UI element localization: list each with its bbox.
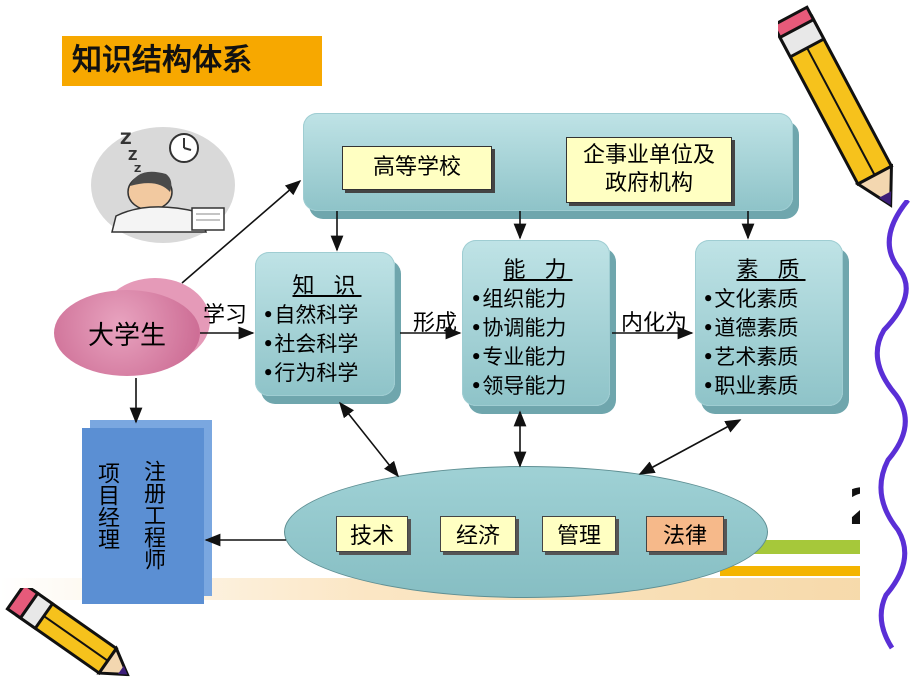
government-line: 政府机构 (604, 171, 693, 196)
enterprise-government-box: 企事业单位及 政府机构 (566, 137, 732, 203)
sleeping-student-image: Z Z Z (91, 127, 235, 243)
ability-item: •协调能力 (470, 316, 567, 340)
knowledge-item: •社会科学 (262, 332, 359, 356)
quality-panel (695, 240, 843, 406)
student-node: 大学生 (54, 290, 200, 376)
edge-label-internalize: 内化为 (621, 311, 688, 336)
arrow-student-to-institutions (181, 179, 302, 284)
arrow-quality-fields (638, 419, 742, 475)
orange-stripe (720, 566, 860, 576)
career-right-label: 注册工程师 (140, 460, 165, 570)
squiggle-decoration (874, 200, 910, 650)
quality-item: •职业素质 (702, 374, 799, 398)
career-box (82, 428, 204, 604)
university-box: 高等学校 (342, 146, 492, 190)
edge-label-learn: 学习 (203, 303, 248, 328)
knowledge-item: •自然科学 (262, 303, 359, 327)
field-tag-technology: 技术 (336, 516, 408, 552)
enterprise-line: 企事业单位及 (582, 143, 715, 168)
quality-item: •艺术素质 (702, 345, 799, 369)
knowledge-item: •行为科学 (262, 361, 359, 385)
student-label: 大学生 (87, 320, 166, 351)
ability-item: •专业能力 (470, 345, 567, 369)
knowledge-heading: 知 识 (292, 274, 362, 299)
knowledge-panel (255, 252, 395, 396)
ability-item: •组织能力 (470, 287, 567, 311)
ability-panel (462, 240, 610, 406)
field-tag-management: 管理 (542, 516, 616, 552)
svg-text:Z: Z (120, 129, 132, 148)
quality-item: •文化素质 (702, 287, 799, 311)
field-tag-law: 法律 (646, 516, 724, 552)
quality-column: 素 质 •文化素质 •道德素质 •艺术素质 •职业素质 (702, 256, 840, 401)
knowledge-column: 知 识 •自然科学 •社会科学 •行为科学 (262, 272, 392, 388)
pencil-icon (5, 588, 130, 677)
pencil-icon (778, 5, 894, 208)
page-title: 知识结构体系 (62, 36, 322, 86)
svg-text:Z: Z (134, 164, 141, 175)
svg-text:Z: Z (128, 149, 137, 164)
career-left-label: 项目经理 (94, 462, 119, 550)
quality-item: •道德素质 (702, 316, 799, 340)
ability-item: •领导能力 (470, 374, 567, 398)
ability-column: 能 力 •组织能力 •协调能力 •专业能力 •领导能力 (470, 256, 606, 401)
field-tag-economy: 经济 (440, 516, 516, 552)
quality-heading: 素 质 (736, 258, 806, 283)
arrow-knowledge-fields (339, 401, 399, 478)
ability-heading: 能 力 (503, 258, 573, 283)
